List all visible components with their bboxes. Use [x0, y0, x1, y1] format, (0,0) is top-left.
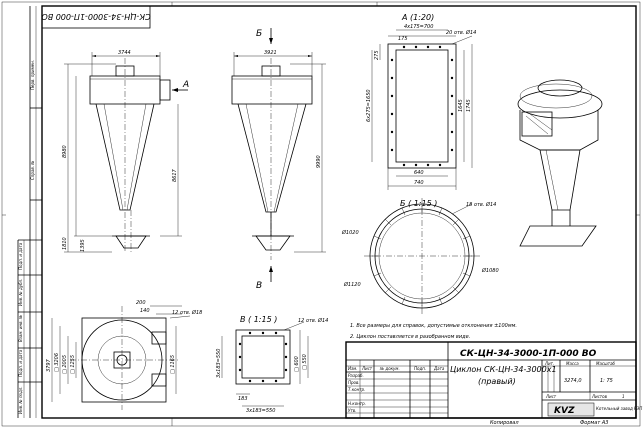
left-margin: Перв. примен. Справ. № Подп. и дата Инв.…: [17, 6, 42, 418]
view-a-holes-label: 20 отв. Ø14: [446, 29, 476, 36]
top-holes: 12 отв. Ø18: [172, 309, 202, 316]
front-arrow-label: А: [182, 80, 189, 90]
title-block: Изм. Лист № докум. Подп. Дата Разраб. Пр…: [345, 341, 642, 419]
tb-name-2: (правый): [478, 377, 516, 386]
front-height-body: 8617: [172, 168, 178, 182]
side-view: Б В 3921 9990: [231, 28, 326, 291]
note-2: 2. Циклон поставляется в разобранном вид…: [350, 334, 470, 340]
company-logo: [547, 402, 595, 417]
top-h3206: □ 3206: [54, 353, 60, 372]
side-bottom-label: В: [256, 281, 262, 291]
front-view: А 3744 8980 1810 1395 8617: [62, 50, 189, 253]
copied-label: Копировал: [490, 420, 519, 426]
tb-scale: 1: 75: [600, 378, 613, 384]
tb-h-podp: Подп.: [414, 366, 426, 371]
side-label-5: Подп. и дата: [18, 349, 23, 377]
rotated-code-box: [41, 5, 151, 29]
view-b-holes: 18 отв. Ø14: [466, 201, 496, 208]
inner-frame: [41, 5, 637, 419]
tb-row-5: Утв.: [348, 408, 356, 413]
tb-h-list: Лист: [361, 366, 373, 371]
front-width-dim: 3744: [118, 50, 131, 56]
side-label-2: Подп. и дата: [18, 242, 23, 270]
view-v-d600: □ 600: [294, 356, 300, 372]
side-label-6: Инв. № подл.: [18, 386, 23, 414]
rotated-code: СК-ЦН-34-3000-1П-000 ВО: [41, 12, 150, 21]
side-label-3: Инв. № дубл.: [18, 279, 23, 306]
view-v-left-dim: 3x183=550: [216, 349, 222, 378]
view-a-left-dim: 6x275=1650: [366, 89, 372, 122]
format-label: Формат А3: [580, 420, 608, 426]
view-v: В ( 1:15 ) 12 отв. Ø14 3x183=550 □ 600 □…: [216, 315, 328, 414]
tb-h-date: Дата: [433, 366, 445, 371]
tb-code: СК-ЦН-34-3000-1П-000 ВО: [460, 349, 597, 359]
notes: 1. Все размеры для справок, допустимые о…: [350, 323, 517, 340]
side-height-dim: 9990: [316, 155, 322, 168]
tb-col-mass: Масса: [566, 361, 579, 366]
tb-sheets-label: Листов: [591, 394, 608, 399]
top-d140: 140: [140, 308, 150, 314]
top-h1255: □ 1255: [70, 355, 76, 374]
view-b: Б ( 1:15 ) 18 отв. Ø14 Ø1020 Ø1080 Ø1120: [341, 198, 499, 314]
view-a-bottom-inner: 640: [414, 170, 424, 176]
front-height-total: 8980: [62, 145, 68, 158]
view-a-right-inner: 1645: [458, 99, 464, 112]
view-a-title: А (1:20): [401, 13, 434, 22]
view-v-holes: [238, 331, 288, 383]
view-v-d183: 183: [238, 396, 248, 402]
view-a-top-dim: 4x175=700: [404, 24, 433, 30]
view-b-title: Б ( 1:15 ): [400, 199, 437, 208]
tb-sheet-label: Лист: [545, 394, 557, 399]
view-a: А (1:20) 4x175=700 175 20 отв. Ø14 6x275…: [366, 13, 476, 190]
side-label-4: Взам. инв. №: [18, 315, 23, 342]
tb-col-lit: Лит.: [544, 361, 554, 366]
note-1: 1. Все размеры для справок, допустимые о…: [350, 323, 517, 329]
top-h1165: □ 1165: [170, 355, 176, 374]
tb-sheets: 1: [622, 394, 625, 399]
side-label-0: Перв. примен.: [30, 60, 35, 90]
view-a-holes: [390, 45, 454, 167]
front-height-cone: 1395: [80, 239, 86, 252]
view-a-top-left-dim: 175: [398, 36, 408, 42]
view-v-title: В ( 1:15 ): [240, 315, 277, 324]
side-width-dim: 3921: [264, 50, 277, 56]
tb-h-izm: Изм.: [348, 366, 357, 371]
tb-name-1: Циклон СК-ЦН-34-3000х1: [450, 365, 557, 374]
top-d200: 200: [136, 300, 146, 306]
view-v-bottom-dim: 3x183=550: [246, 408, 275, 414]
front-height-bottom: 1810: [62, 237, 68, 250]
tb-row-1: Пров.: [348, 380, 360, 385]
isometric-sketch: [517, 79, 603, 247]
view-a-left-top-dim: 275: [374, 50, 380, 60]
view-b-d1: Ø1020: [341, 229, 359, 236]
top-h2005: □ 2005: [62, 355, 68, 374]
view-b-d2: Ø1080: [481, 267, 499, 274]
tb-row-4: Н.контр.: [348, 401, 366, 406]
tb-mass: 3274,0: [564, 378, 582, 384]
top-view: 200 140 12 отв. Ø18 3797 □ 3206 □ 2005 □…: [46, 300, 202, 410]
view-v-d550: □ 550: [302, 354, 308, 370]
view-a-right-outer: 1745: [466, 99, 472, 112]
view-b-bolt-ticks: [370, 204, 474, 308]
view-v-holes-label: 12 отв. Ø14: [298, 317, 328, 324]
tb-row-0: Разраб.: [348, 373, 364, 378]
top-h3797: 3797: [46, 358, 52, 372]
view-b-d3: Ø1120: [343, 281, 361, 288]
view-a-bottom-outer: 740: [414, 180, 424, 186]
side-label-1: Справ. №: [30, 161, 35, 180]
side-top-label: Б: [256, 29, 262, 39]
tb-col-scale: Масштаб: [596, 361, 616, 366]
company-name: KVZ: [554, 406, 575, 416]
company-sub: Котельный завод РЭП: [596, 406, 642, 411]
tb-h-doc: № докум.: [379, 366, 400, 371]
tb-row-2: Т.контр.: [348, 387, 365, 392]
